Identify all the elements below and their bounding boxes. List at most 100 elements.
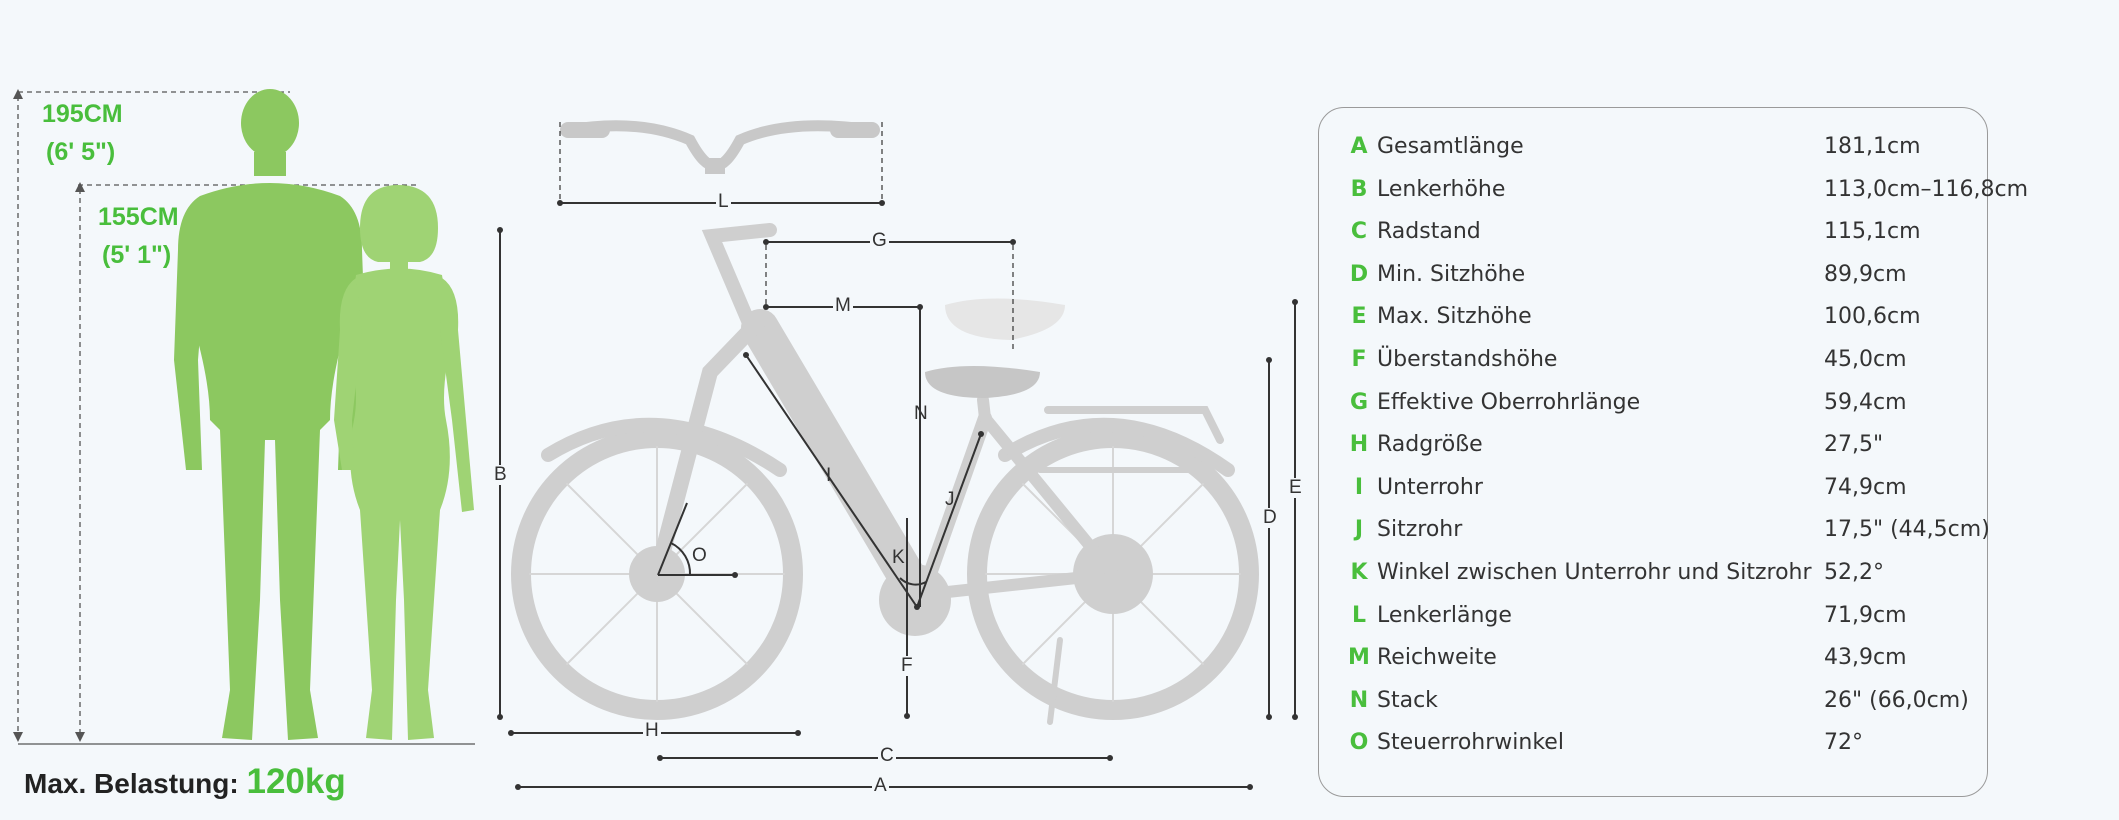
spec-value: 27,5" [1824, 432, 1884, 458]
dim-label-E: E [1287, 477, 1304, 498]
dim-label-G: G [870, 230, 889, 251]
rear-wheel [967, 428, 1259, 720]
spec-letter: K [1350, 560, 1368, 585]
height-arrowheads [13, 89, 85, 742]
angle-arc-O [670, 542, 692, 576]
spec-value: 181,1cm [1824, 134, 1921, 159]
spec-value: 45,0cm [1824, 347, 1907, 372]
angle-arc-K [899, 577, 927, 586]
spec-label: Max. Sitzhöhe [1377, 304, 1532, 330]
spec-label: Überstandshöhe [1377, 347, 1558, 372]
max-load: Max. Belastung: 120kg [24, 762, 346, 802]
spec-row: A Gesamtlänge 181,1cm [1319, 130, 2119, 164]
spec-row: C Radstand 115,1cm [1319, 215, 2119, 249]
spec-letter: O [1349, 730, 1369, 756]
spec-row: B Lenkerhöhe 113,0cm–116,8cm [1319, 173, 2119, 207]
motor [879, 564, 951, 636]
handlebar-dim-guides [559, 122, 883, 200]
max-load-value: 120kg [246, 762, 346, 801]
spec-row: M Reichweite 43,9cm [1319, 641, 2119, 675]
dim-label-F: F [899, 655, 915, 676]
dim-label-M: M [833, 295, 853, 316]
saddle-high [945, 298, 1065, 340]
spec-letter: A [1350, 134, 1368, 159]
rear-fender [998, 417, 1235, 477]
spec-letter: E [1351, 304, 1367, 330]
front-fender [541, 417, 787, 477]
spec-row: E Max. Sitzhöhe 100,6cm [1319, 300, 2119, 334]
dim-label-H: H [643, 720, 661, 741]
spec-value: 89,9cm [1824, 261, 1907, 287]
dim-label-B: B [492, 464, 509, 485]
saddle-low [925, 366, 1040, 398]
spec-letter: F [1351, 347, 1367, 372]
spec-letter: B [1350, 176, 1368, 202]
spec-label: Gesamtlänge [1377, 134, 1524, 159]
spec-letter: C [1350, 219, 1368, 245]
rear-rack [1044, 406, 1224, 444]
spec-row: O Steuerrohrwinkel 72° [1319, 726, 2119, 760]
dim-line-J [916, 433, 982, 608]
spec-label: Min. Sitzhöhe [1377, 261, 1526, 287]
spec-value: 43,9cm [1824, 645, 1907, 671]
dimension-endpoints [497, 200, 1298, 790]
down-tube [741, 309, 934, 609]
chain-stay [914, 568, 1119, 601]
geometry-guides [765, 245, 1014, 350]
spec-value: 17,5" (44,5cm) [1824, 517, 1990, 543]
spec-label: Sitzrohr [1377, 517, 1463, 543]
spec-label: Lenkerlänge [1377, 602, 1512, 628]
dim-label-A: A [872, 775, 889, 796]
spec-letter: D [1349, 261, 1369, 287]
tall-person-height-cm: 195CM [42, 100, 123, 128]
spec-letter: J [1354, 517, 1364, 543]
spec-label: Steuerrohrwinkel [1377, 730, 1564, 756]
dim-line-I [745, 354, 918, 608]
spec-label: Winkel zwischen Unterrohr und Sitzrohr [1377, 560, 1812, 585]
kickstand [1047, 637, 1063, 725]
female-silhouette [334, 185, 474, 740]
short-person-height-ft: (5' 1") [102, 241, 172, 269]
dim-label-O: O [692, 545, 707, 566]
spec-row: N Stack 26" (66,0cm) [1319, 684, 2119, 718]
spec-row: J Sitzrohr 17,5" (44,5cm) [1319, 513, 2119, 547]
spec-letter: H [1349, 432, 1369, 458]
spec-value: 52,2° [1824, 560, 1884, 585]
stem [701, 223, 777, 337]
dim-label-D: D [1261, 507, 1279, 528]
front-wheel [511, 428, 803, 720]
dim-line-O-angle [657, 502, 688, 576]
spec-value: 113,0cm–116,8cm [1824, 176, 2029, 202]
dim-label-K: K [892, 547, 905, 568]
spec-letter: N [1349, 687, 1369, 713]
spec-label: Radstand [1377, 219, 1481, 245]
short-person-height-cm: 155CM [98, 203, 179, 231]
tall-person-height-ft: (6' 5") [46, 138, 116, 166]
dim-label-C: C [878, 745, 896, 766]
dim-label-L: L [716, 191, 731, 212]
max-load-label: Max. Belastung: [24, 768, 239, 799]
dim-label-I: I [826, 465, 832, 486]
spec-value: 115,1cm [1824, 219, 1921, 245]
spec-value: 59,4cm [1824, 389, 1907, 415]
spec-letter: I [1354, 474, 1364, 500]
bicycle [511, 223, 1259, 725]
spec-value: 74,9cm [1824, 474, 1907, 500]
spec-label: Lenkerhöhe [1377, 176, 1506, 202]
spec-value: 26" (66,0cm) [1824, 687, 1969, 713]
spec-row: D Min. Sitzhöhe 89,9cm [1319, 258, 2119, 292]
spec-letter: M [1348, 645, 1370, 671]
spec-label: Reichweite [1377, 645, 1497, 671]
spec-value: 72° [1824, 730, 1863, 756]
seat-stay [979, 412, 1119, 580]
spec-label: Stack [1377, 687, 1438, 713]
spec-letter: L [1351, 602, 1367, 628]
spec-value: 100,6cm [1824, 304, 1921, 330]
fork [649, 312, 768, 582]
spec-label: Effektive Oberrohrlänge [1377, 389, 1641, 415]
